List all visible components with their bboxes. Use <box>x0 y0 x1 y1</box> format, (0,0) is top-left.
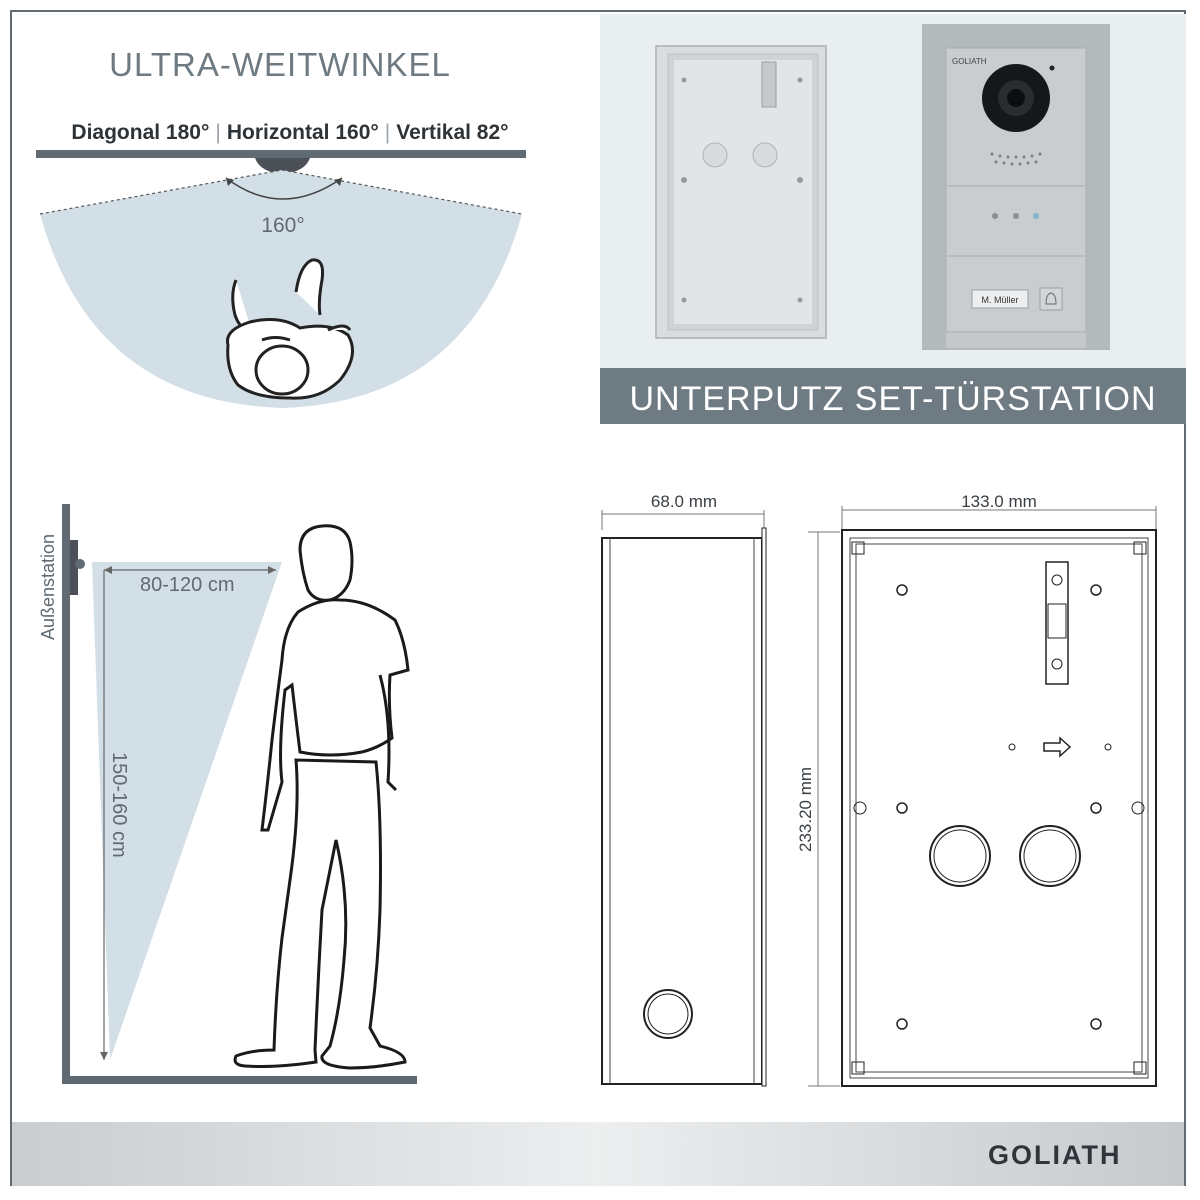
outdoor-station-label: Außenstation <box>38 533 58 640</box>
wide-angle-title: ULTRA-WEITWINKEL <box>109 46 451 83</box>
cable-hole-right <box>1019 825 1081 887</box>
angle-horizontal: Horizontal 160° <box>226 121 379 144</box>
depth-dimension-label: 68.0 mm <box>650 492 718 511</box>
angle-arc <box>225 177 343 200</box>
product-banner: UNTERPUTZ SET-TÜRSTATION <box>600 368 1186 424</box>
angle-separator: | <box>215 121 221 144</box>
width-dimension-label: 133.0 mm <box>961 492 1037 511</box>
goliath-logo: GOLIATH <box>988 1140 1122 1170</box>
footer-bar <box>12 1122 1184 1186</box>
cable-hole-left <box>929 825 991 887</box>
name-plate-text: M. Müller <box>981 295 1018 305</box>
wall-vertical <box>62 504 70 1084</box>
side-view-box <box>601 527 767 1087</box>
front-view-box <box>841 529 1157 1087</box>
door-station-photo: M. Müller GOLIATH <box>922 24 1110 350</box>
wall-bar <box>36 150 526 158</box>
camera-icon <box>255 158 310 174</box>
name-plate <box>971 289 1029 309</box>
fov-area <box>40 170 522 408</box>
angle-separator: | <box>384 121 391 144</box>
angle-vertical: Vertikal 82° <box>396 121 509 144</box>
cable-entry-hole <box>643 989 693 1039</box>
arrow-right-icon <box>1043 736 1072 758</box>
technical-drawing <box>601 506 1157 1087</box>
angle-diagonal: Diagonal 180° <box>71 121 210 144</box>
distance-label: 80-120 cm <box>140 574 235 596</box>
mount-bracket <box>1045 561 1069 685</box>
station-brand: GOLIATH <box>952 57 987 66</box>
bell-button <box>1039 287 1063 311</box>
fov-angle-label: 160° <box>261 214 304 237</box>
height-label: 150-160 cm <box>108 752 130 858</box>
standing-person <box>233 524 410 1070</box>
person-top-view <box>225 258 354 400</box>
angle-specs: Diagonal 180°|Horizontal 160°|Vertikal 8… <box>40 121 540 145</box>
mounting-height-diagram <box>62 504 417 1084</box>
top-view-diagram: 160° <box>36 150 526 408</box>
backbox-photo <box>655 45 827 339</box>
vertical-fov <box>92 562 282 1060</box>
floor-line <box>62 1076 417 1084</box>
